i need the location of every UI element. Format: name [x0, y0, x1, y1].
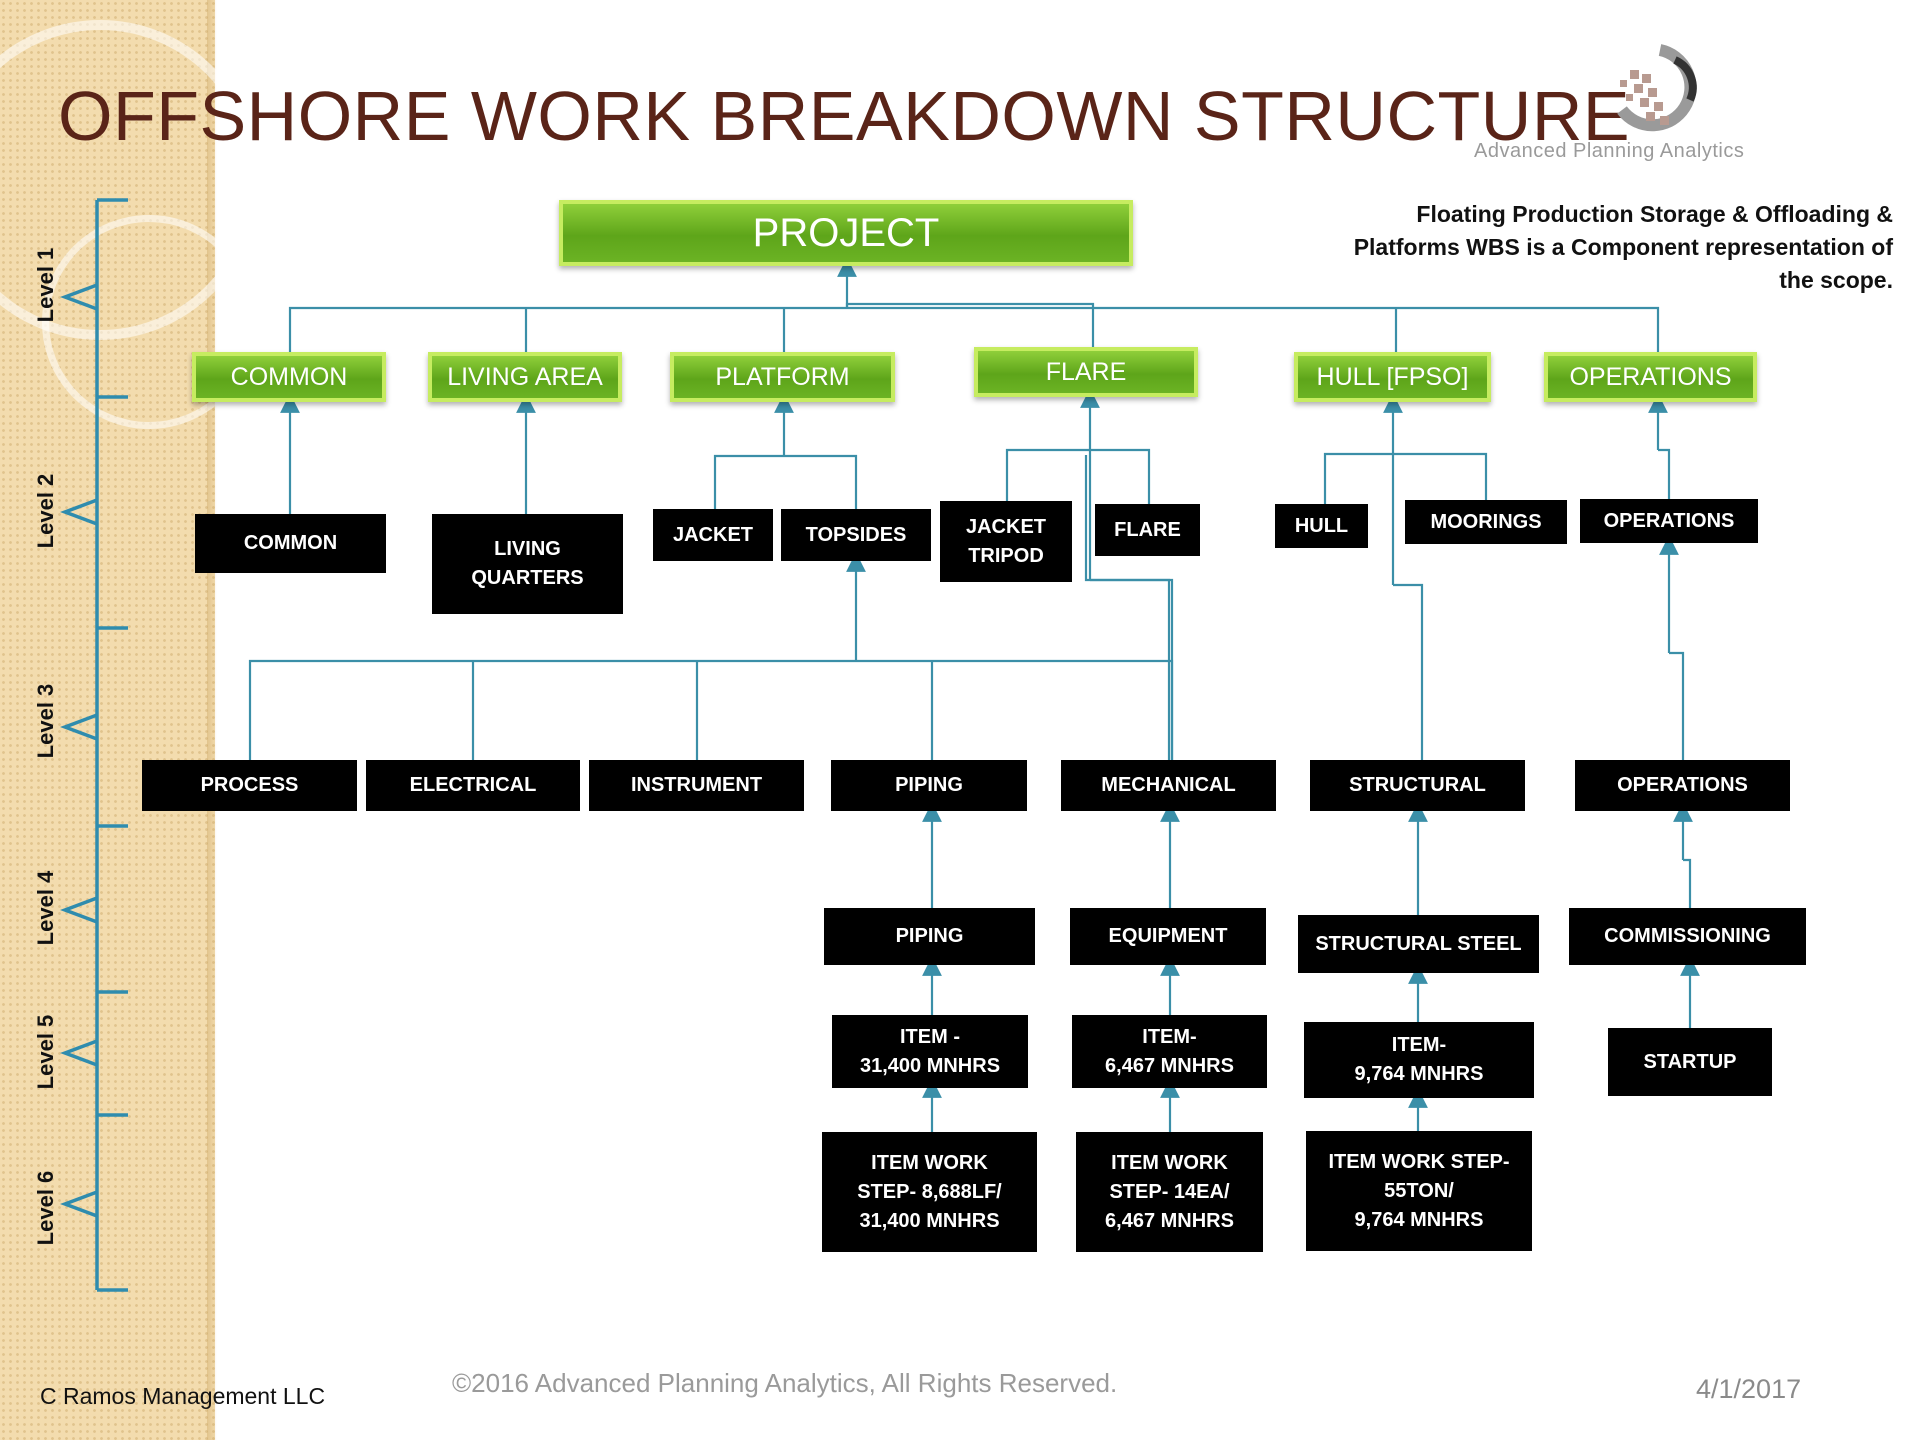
- note-line-2: Platforms WBS is a Component representat…: [1353, 234, 1893, 260]
- node-operations-l4[interactable]: OPERATIONS: [1575, 760, 1790, 811]
- project-box[interactable]: PROJECT: [559, 200, 1133, 266]
- wbs-hull-fpso[interactable]: HULL [FPSO]: [1294, 352, 1491, 402]
- node-piping-l4[interactable]: PIPING: [831, 760, 1027, 811]
- level-label-2: Level 2: [33, 473, 58, 549]
- decorative-ring-2: [42, 215, 256, 429]
- node-jacket-tripod[interactable]: JACKET TRIPOD: [940, 501, 1072, 582]
- node-startup[interactable]: STARTUP: [1608, 1028, 1772, 1096]
- node-moorings[interactable]: MOORINGS: [1405, 500, 1567, 544]
- node-structural-steel[interactable]: STRUCTURAL STEEL: [1298, 915, 1539, 973]
- wbs-living-area[interactable]: LIVING AREA: [428, 352, 622, 402]
- node-process[interactable]: PROCESS: [142, 760, 357, 811]
- node-structural[interactable]: STRUCTURAL: [1310, 760, 1525, 811]
- node-instrument[interactable]: INSTRUMENT: [589, 760, 804, 811]
- footer-date: 4/1/2017: [1696, 1374, 1802, 1404]
- footer-company: C Ramos Management LLC: [40, 1383, 326, 1409]
- node-hull[interactable]: HULL: [1275, 504, 1368, 548]
- node-operations-l3[interactable]: OPERATIONS: [1580, 499, 1758, 543]
- wbs-operations[interactable]: OPERATIONS: [1544, 352, 1757, 402]
- level-bracket: [60, 198, 128, 1292]
- node-equipment[interactable]: EQUIPMENT: [1070, 908, 1266, 965]
- page-title: OFFSHORE WORK BREAKDOWN STRUCTURE: [58, 77, 1631, 155]
- node-mechanical[interactable]: MECHANICAL: [1061, 760, 1276, 811]
- node-item-equipment[interactable]: ITEM- 6,467 MNHRS: [1072, 1015, 1267, 1088]
- node-item-steel[interactable]: ITEM- 9,764 MNHRS: [1304, 1022, 1534, 1098]
- level-label-5: Level 5: [33, 1014, 58, 1090]
- logo-icon: [1617, 44, 1697, 132]
- note-line-3: the scope.: [1779, 267, 1893, 293]
- footer-copyright: ©2016 Advanced Planning Analytics, All R…: [452, 1368, 1118, 1398]
- level-label-4: Level 4: [33, 870, 58, 946]
- node-commissioning[interactable]: COMMISSIONING: [1569, 908, 1806, 965]
- node-flare[interactable]: FLARE: [1095, 504, 1200, 556]
- node-living-quarters[interactable]: LIVING QUARTERS: [432, 514, 623, 614]
- node-step-equipment[interactable]: ITEM WORK STEP- 14EA/ 6,467 MNHRS: [1076, 1132, 1263, 1252]
- node-step-steel[interactable]: ITEM WORK STEP- 55TON/ 9,764 MNHRS: [1306, 1131, 1532, 1251]
- level-label-1: Level 1: [33, 247, 58, 323]
- node-topsides[interactable]: TOPSIDES: [781, 509, 931, 561]
- wbs-platform[interactable]: PLATFORM: [670, 352, 895, 402]
- node-step-piping[interactable]: ITEM WORK STEP- 8,688LF/ 31,400 MNHRS: [822, 1132, 1037, 1252]
- logo-text: Advanced Planning Analytics: [1474, 140, 1745, 162]
- scope-note: Floating Production Storage & Offloading…: [1280, 198, 1893, 297]
- note-line-1: Floating Production Storage & Offloading…: [1416, 201, 1893, 227]
- node-item-piping[interactable]: ITEM - 31,400 MNHRS: [832, 1015, 1028, 1088]
- strip-edge-shadow: [207, 0, 217, 1440]
- node-jacket[interactable]: JACKET: [653, 509, 773, 561]
- wbs-common[interactable]: COMMON: [192, 352, 386, 402]
- wbs-flare[interactable]: FLARE: [974, 347, 1198, 397]
- node-piping-l5[interactable]: PIPING: [824, 908, 1035, 965]
- node-common[interactable]: COMMON: [195, 514, 386, 573]
- level-label-6: Level 6: [33, 1170, 58, 1246]
- level-label-3: Level 3: [33, 683, 58, 759]
- node-electrical[interactable]: ELECTRICAL: [366, 760, 580, 811]
